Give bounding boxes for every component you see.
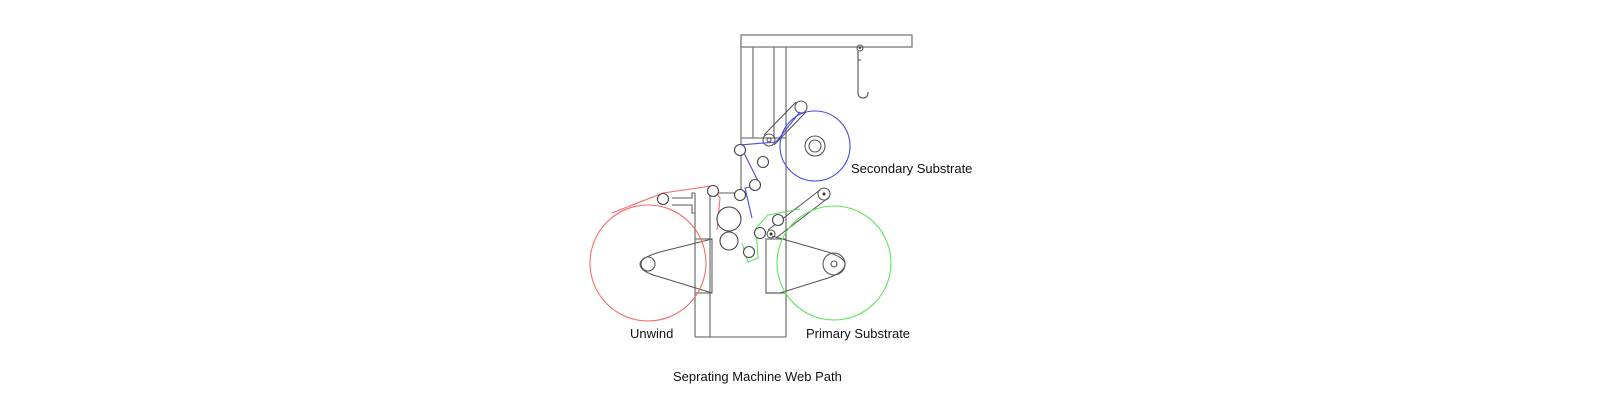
diagram-title: Seprating Machine Web Path — [673, 369, 842, 384]
primary-web-path — [741, 208, 801, 263]
idler-roller — [706, 184, 720, 198]
idler-roller — [656, 192, 670, 206]
secondary-substrate-label: Secondary Substrate — [851, 161, 972, 176]
primary-arm — [766, 235, 846, 294]
unwind-label: Unwind — [630, 326, 673, 341]
secondary-roll — [779, 110, 851, 182]
secondary-dancer-arm — [762, 100, 808, 147]
idler-roller — [733, 143, 747, 157]
idler-roller — [771, 213, 785, 227]
idler-roller — [733, 188, 747, 202]
secondary-web-path — [739, 111, 801, 219]
secondary-roll-hub — [804, 135, 826, 157]
hook-icon — [856, 44, 869, 99]
idler-rollers — [656, 143, 785, 259]
idler-roller — [748, 178, 762, 192]
unwind-arm — [639, 238, 713, 294]
idler-roller — [753, 226, 767, 240]
idler-roller — [756, 155, 770, 169]
top-beam — [740, 34, 913, 48]
secondary-roll-core — [808, 139, 822, 153]
unwind-roll — [589, 204, 707, 322]
primary-substrate-label: Primary Substrate — [806, 326, 910, 341]
lamination-roller — [716, 206, 742, 232]
primary-roll — [776, 205, 892, 321]
machine-frame — [672, 138, 787, 338]
idler-roller — [742, 245, 756, 259]
nip-roller — [719, 231, 739, 251]
top-gantry — [740, 34, 913, 139]
